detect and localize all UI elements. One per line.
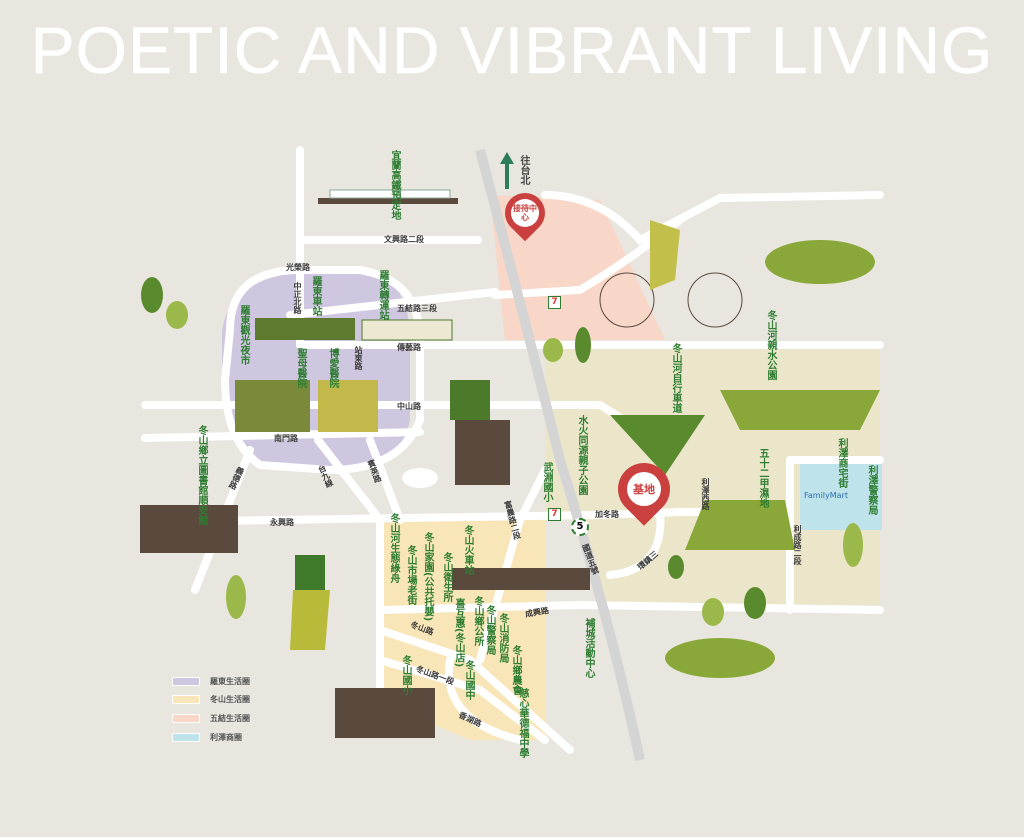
site-pin-label: 基地 bbox=[627, 472, 661, 506]
label-elem: 冬山國小 bbox=[400, 655, 411, 695]
label-lize-street: 利澤商宅街 bbox=[836, 438, 847, 488]
label-eco-ark: 冬山河生態綠舟 bbox=[388, 513, 399, 583]
label-waldorf: 慈心華德福中學 bbox=[517, 688, 528, 758]
to-taipei-label: 往台北 bbox=[518, 155, 529, 185]
hospital-poai bbox=[318, 380, 378, 432]
label-junior: 冬山國中 bbox=[463, 660, 474, 700]
legend-item: 羅東生活圈 bbox=[172, 676, 250, 687]
label-hsr: 宜蘭高鐵預定地 bbox=[389, 150, 400, 220]
label-night-market: 羅東觀光夜市 bbox=[238, 305, 249, 365]
road-licheng: 利成路二段 bbox=[793, 525, 802, 565]
road-wujie: 五結路三段 bbox=[397, 304, 437, 313]
label-wetland: 五十二甲濕地 bbox=[757, 448, 768, 508]
familymart-logo: FamilyMart bbox=[804, 491, 848, 500]
legend-item: 利澤商圈 bbox=[172, 732, 242, 743]
label-police: 冬山警察局 bbox=[484, 605, 495, 655]
label-nursery: 冬山家園(公共托嬰) bbox=[422, 532, 433, 622]
label-old-street: 冬山市場老街 bbox=[405, 545, 416, 605]
dongshan-elem-building bbox=[335, 688, 435, 738]
label-township: 冬山鄉公所 bbox=[472, 596, 483, 646]
bike-path-illustration bbox=[610, 415, 705, 475]
riverside-park-illustration bbox=[720, 390, 880, 430]
label-wuyuan: 武淵國小 bbox=[541, 462, 552, 502]
zone-lize bbox=[800, 457, 882, 530]
road-chuanyi: 傳藝路 bbox=[397, 343, 421, 352]
label-simple-mart: 喜互惠(冬山店) bbox=[453, 598, 464, 668]
highway-5 bbox=[475, 148, 645, 762]
page-title: POETIC AND VIBRANT LIVING bbox=[30, 13, 994, 88]
label-luodong-station: 羅東車站 bbox=[310, 276, 321, 316]
dog-walker-illustration bbox=[402, 380, 510, 488]
road-zhandong: 站東路 bbox=[354, 346, 363, 370]
road-zhongshan: 中山路 bbox=[397, 402, 421, 411]
library-building bbox=[140, 505, 238, 553]
luodong-station-building bbox=[255, 318, 355, 340]
wetland-illustration bbox=[685, 500, 795, 550]
road-nanmen: 南門路 bbox=[274, 434, 298, 443]
woman-illustration bbox=[290, 555, 330, 650]
highway-5-badge: 5 bbox=[571, 518, 589, 536]
label-bus-station: 羅東轉運站 bbox=[377, 270, 388, 320]
label-train: 冬山火車站 bbox=[462, 525, 473, 575]
road-zhongzheng: 中正北路 bbox=[293, 282, 302, 314]
bus-station-building bbox=[361, 319, 453, 341]
label-lize-police: 利澤警察局 bbox=[866, 465, 877, 515]
seven-eleven-icon: 7 bbox=[548, 296, 561, 309]
hospital-st-mary bbox=[235, 380, 310, 432]
label-riverside: 冬山河親水公園 bbox=[765, 310, 776, 380]
road-lize-w: 利澤西路 bbox=[701, 478, 710, 510]
cyclist-illustration bbox=[599, 220, 743, 328]
road-guangrong: 光榮路 bbox=[286, 263, 310, 272]
label-farmers: 冬山鄉農會 bbox=[510, 645, 521, 695]
label-health: 冬山衛生所 bbox=[441, 552, 452, 602]
label-st-mary: 聖母醫院 bbox=[295, 348, 306, 388]
label-community: 補城活動中心 bbox=[583, 618, 594, 678]
legend-item: 五結生活圈 bbox=[172, 713, 250, 724]
dongshan-train-station bbox=[452, 568, 590, 590]
label-fire: 冬山消防局 bbox=[497, 613, 508, 663]
road-jiadong: 加冬路 bbox=[595, 510, 619, 519]
label-poai: 博愛醫院 bbox=[327, 348, 338, 388]
label-park-water: 水火同源親子公園 bbox=[576, 415, 587, 495]
legend-item: 冬山生活圈 bbox=[172, 694, 250, 705]
reception-pin-label: 接待中心 bbox=[511, 199, 539, 227]
label-library: 冬山鄉立圖書館順安館 bbox=[196, 425, 207, 525]
road-yongxing: 永興路 bbox=[270, 518, 294, 527]
north-arrow-icon bbox=[500, 152, 514, 189]
label-bike: 冬山河自行車道 bbox=[670, 343, 681, 413]
road-wenxing: 文興路二段 bbox=[384, 235, 424, 244]
seven-eleven-icon: 7 bbox=[548, 508, 561, 521]
